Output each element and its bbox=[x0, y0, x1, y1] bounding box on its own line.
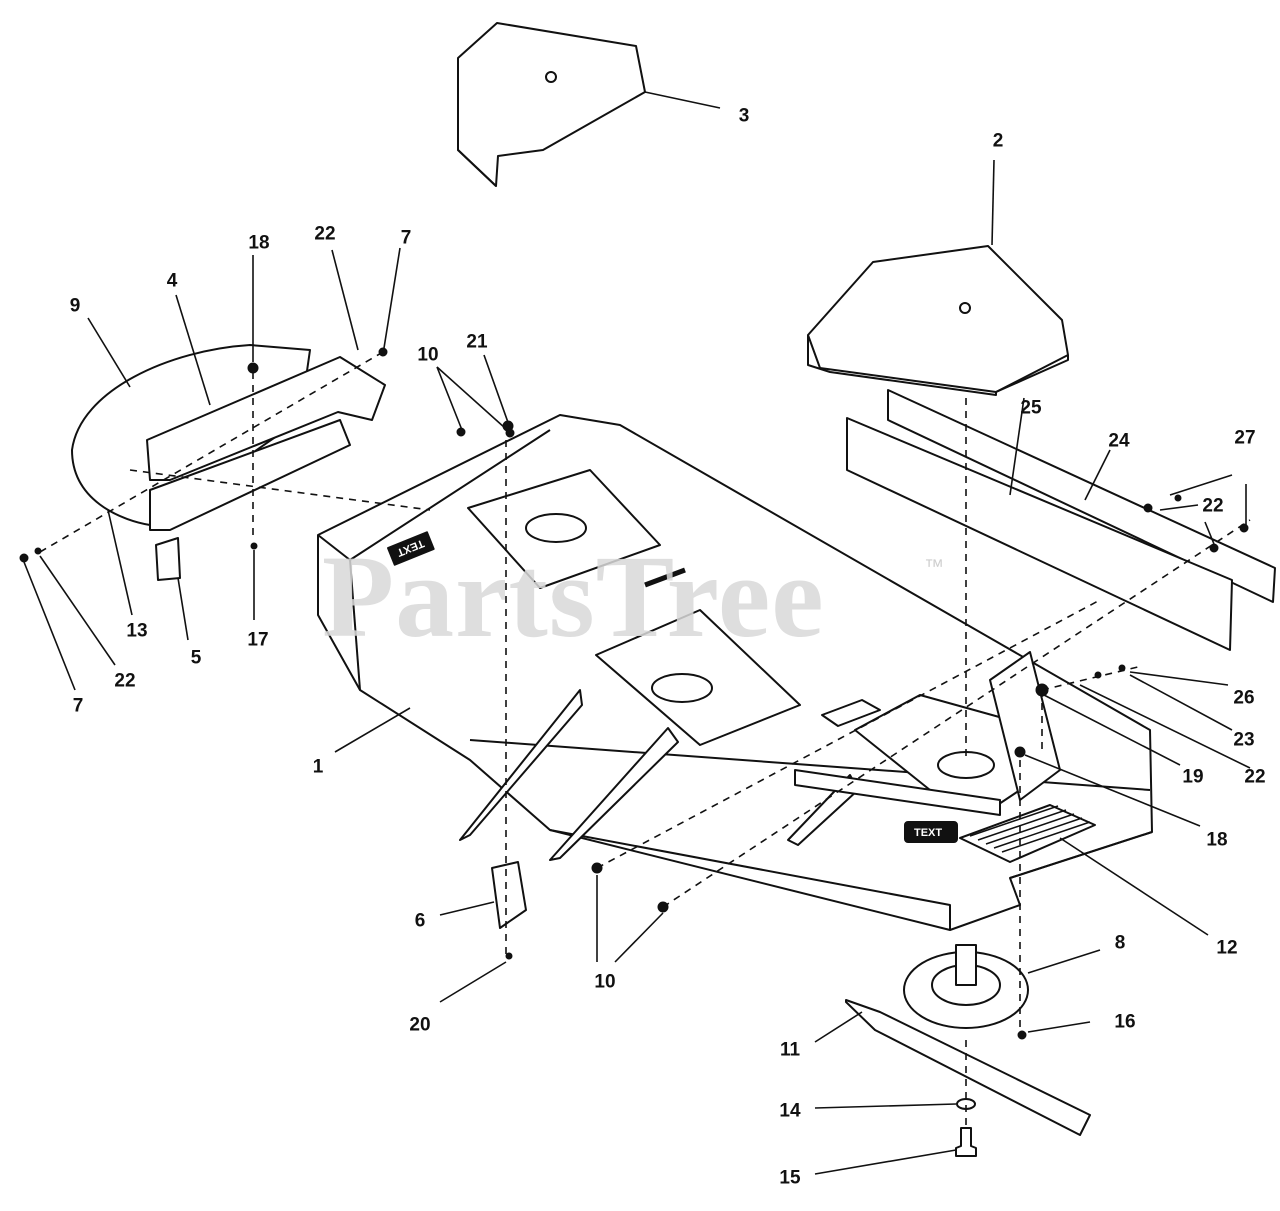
callout-10-top: 10 bbox=[417, 344, 439, 366]
callout-23: 23 bbox=[1233, 729, 1255, 751]
chute-bracket-part-4 bbox=[146, 356, 386, 531]
chute-deflector-part-5 bbox=[155, 537, 181, 581]
callout-21: 21 bbox=[466, 331, 488, 353]
callout-27: 27 bbox=[1234, 427, 1256, 449]
callout-22-upper-right: 22 bbox=[1202, 495, 1224, 517]
callout-9: 9 bbox=[69, 295, 81, 317]
watermark-trademark: ™ bbox=[924, 556, 944, 578]
callout-22-lower-right: 22 bbox=[1244, 766, 1266, 788]
callout-15: 15 bbox=[779, 1167, 801, 1189]
callout-10-bottom: 10 bbox=[594, 971, 616, 993]
callout-5: 5 bbox=[190, 647, 202, 669]
callout-14: 14 bbox=[779, 1100, 801, 1122]
spindle-part-8 bbox=[903, 944, 1029, 1029]
callout-17: 17 bbox=[247, 629, 269, 651]
right-cover-part-2 bbox=[807, 245, 1069, 396]
callout-19: 19 bbox=[1182, 766, 1204, 788]
callout-1: 1 bbox=[312, 756, 324, 778]
callout-3: 3 bbox=[738, 105, 750, 127]
callout-7-top: 7 bbox=[400, 227, 412, 249]
callout-18-top: 18 bbox=[248, 232, 270, 254]
callout-20: 20 bbox=[409, 1014, 431, 1036]
upper-cover-part-3 bbox=[457, 22, 646, 187]
mower-deck-part-1: TEXT TEXT bbox=[317, 414, 1153, 931]
callout-4: 4 bbox=[166, 270, 178, 292]
callout-25: 25 bbox=[1020, 397, 1042, 419]
callout-22-left: 22 bbox=[114, 670, 136, 692]
callout-8: 8 bbox=[1114, 932, 1126, 954]
callout-24: 24 bbox=[1108, 430, 1130, 452]
callout-12: 12 bbox=[1216, 937, 1238, 959]
baffle-part-25 bbox=[846, 417, 1233, 651]
callout-18-right: 18 bbox=[1206, 829, 1228, 851]
callout-11: 11 bbox=[779, 1039, 801, 1061]
blade-part-11 bbox=[845, 999, 1091, 1136]
callout-26: 26 bbox=[1233, 687, 1255, 709]
callout-16: 16 bbox=[1114, 1011, 1136, 1033]
bolt-part-15 bbox=[955, 1127, 977, 1157]
callout-2: 2 bbox=[992, 130, 1004, 152]
callout-6: 6 bbox=[414, 910, 426, 932]
callout-7-left: 7 bbox=[72, 695, 84, 717]
callout-22-top: 22 bbox=[314, 223, 336, 245]
callout-13: 13 bbox=[126, 620, 148, 642]
deck-decal-lower: TEXT bbox=[914, 827, 942, 839]
bracket-part-6 bbox=[491, 861, 527, 929]
watermark: PartsTree bbox=[322, 531, 825, 662]
